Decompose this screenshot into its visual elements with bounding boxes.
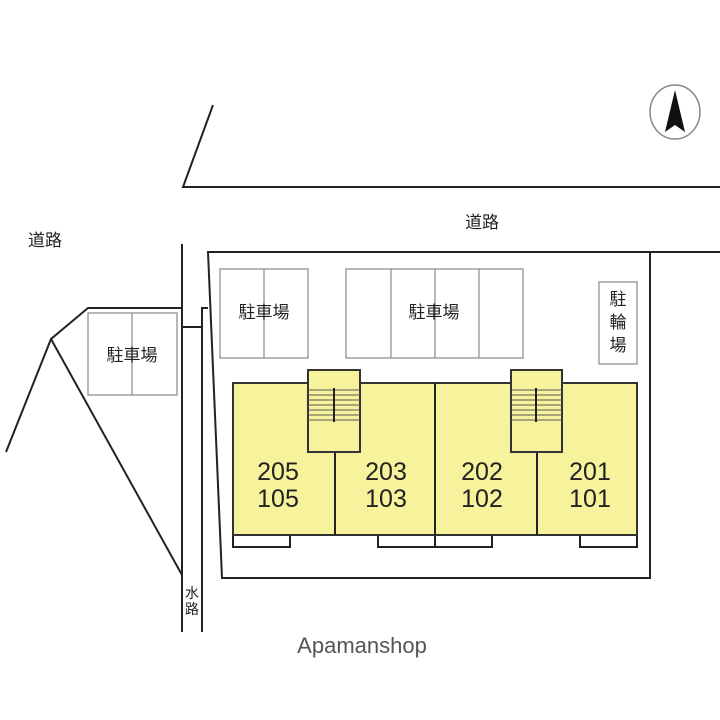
waterway-label: 水	[185, 586, 199, 602]
balcony	[232, 534, 291, 548]
unit-upper: 205	[257, 458, 299, 486]
unit-lower: 101	[569, 485, 611, 513]
site-boundary	[206, 251, 720, 579]
waterway-edge-right	[201, 307, 208, 632]
unit-upper: 202	[461, 458, 503, 486]
parking-left: 駐車場	[87, 312, 178, 396]
bicycle-parking-char: 輪	[610, 313, 627, 333]
parking-center-right-label: 駐車場	[409, 303, 460, 323]
left-lot-boundary	[5, 307, 182, 453]
waterway-label: 路	[185, 602, 199, 618]
north-arrow-icon	[649, 84, 701, 140]
parking-center-left-label: 駐車場	[239, 303, 290, 323]
balcony	[434, 534, 493, 548]
unit-upper: 203	[365, 458, 407, 486]
balcony	[377, 534, 436, 548]
unit-upper: 201	[569, 458, 611, 486]
balcony	[579, 534, 638, 548]
parking-center-right: 駐車場	[345, 268, 524, 359]
unit-lower: 103	[365, 485, 407, 513]
bicycle-parking: 駐 輪 場	[598, 281, 638, 365]
building: 205 105 203 103 202 102 201 101	[232, 369, 638, 548]
bicycle-parking-char: 場	[610, 336, 627, 356]
road-label-left: 道路	[28, 231, 62, 251]
left-lot-diagonal	[50, 338, 183, 576]
watermark: Apamanshop	[297, 633, 427, 658]
road-label-top: 道路	[465, 213, 499, 233]
unit-lower: 105	[257, 485, 299, 513]
staircase-left	[307, 369, 361, 453]
bicycle-parking-char: 駐	[610, 290, 627, 310]
road-edge-top	[181, 104, 720, 188]
parking-left-label: 駐車場	[107, 346, 158, 366]
parking-center-left: 駐車場	[219, 268, 309, 359]
staircase-right	[510, 369, 563, 453]
unit-lower: 102	[461, 485, 503, 513]
